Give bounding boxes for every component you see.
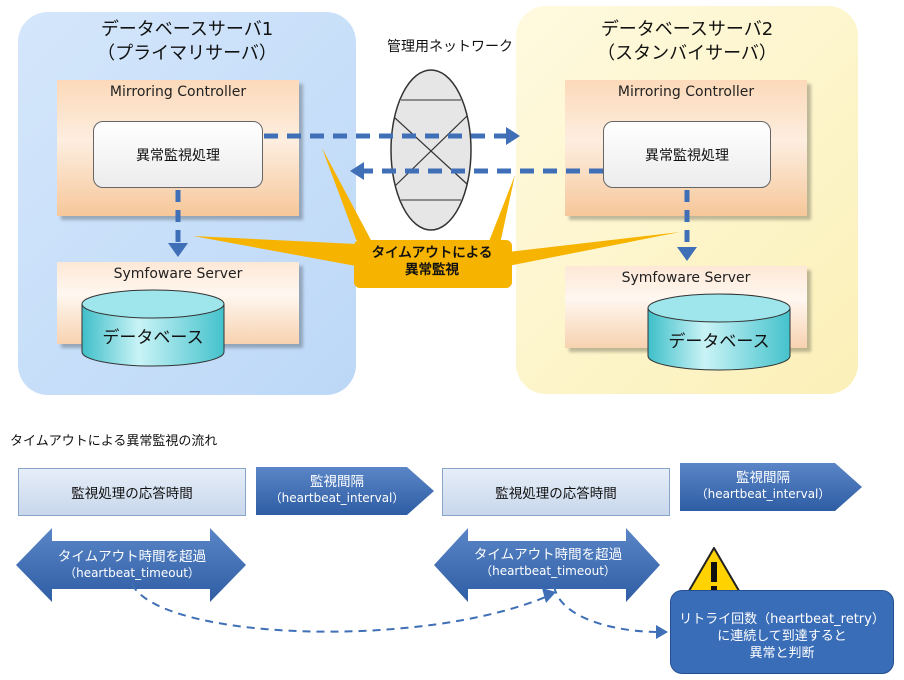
retry-line3: 異常と判断 (749, 646, 815, 661)
symfoware-server-2-label: Symfoware Server (621, 270, 751, 286)
server1-role: （プライマリサーバ） (97, 43, 277, 64)
database-cylinder-1 (81, 289, 225, 367)
interval-arrow-2 (680, 463, 862, 511)
interval-1-text: 監視間隔 （heartbeat_interval） (256, 474, 418, 506)
timeout-2-line2: （heartbeat_timeout） (480, 564, 616, 578)
mirroring-controller-2-label: Mirroring Controller (617, 84, 755, 100)
interval-2-text: 監視間隔 （heartbeat_interval） (680, 470, 846, 502)
monitoring-process-2: 異常監視処理 (603, 121, 771, 188)
response-time-box-1: 監視処理の応答時間 (18, 468, 246, 516)
management-network-label: 管理用ネットワーク (387, 39, 513, 55)
timeout-1-line2: （heartbeat_timeout） (64, 566, 200, 580)
retry-curve-1 (131, 583, 549, 633)
response-time-box-2: 監視処理の応答時間 (442, 468, 670, 516)
monitor-arrow-2-head (677, 247, 697, 261)
monitoring-process-1: 異常監視処理 (93, 121, 263, 188)
timeout-arrow-2 (434, 528, 660, 602)
retry-decision-box: リトライ回数（heartbeat_retry） に連続して到達すると 異常と判断 (670, 590, 894, 674)
timeout-1-text: タイムアウト時間を超過 （heartbeat_timeout） (30, 549, 234, 581)
timeout-2-text: タイムアウト時間を超過 （heartbeat_timeout） (446, 547, 650, 579)
retry-curve-1-head (542, 588, 556, 603)
monitor-arrow-1-head (168, 243, 188, 257)
server2-role: （スタンバイサーバ） (597, 43, 777, 64)
interval-1-line2: （heartbeat_interval） (269, 491, 405, 505)
database-1-label: データベース (102, 328, 204, 348)
retry-line2: に連続して到達すると (717, 629, 847, 644)
network-ellipse (390, 69, 472, 231)
interval-2-line1: 監視間隔 (736, 470, 790, 486)
timeout-1-line1: タイムアウト時間を超過 (57, 549, 207, 565)
database-2-label: データベース (668, 332, 770, 352)
timeout-callout-line1: タイムアウトによる (371, 245, 493, 261)
flow-title: タイムアウトによる異常監視の流れ (10, 434, 218, 449)
timeout-2-line1: タイムアウト時間を超過 (473, 547, 623, 563)
warning-icon (685, 547, 743, 597)
timeout-arrow-1 (16, 528, 246, 602)
retry-curve-2-head (656, 625, 668, 639)
timeout-callout-text: タイムアウトによる 異常監視 (355, 245, 509, 279)
heartbeat-arrow-to-primary-head (350, 162, 364, 180)
retry-line1: リトライ回数（heartbeat_retry） (679, 612, 885, 627)
interval-2-line2: （heartbeat_interval） (695, 487, 831, 501)
symfoware-server-1-label: Symfoware Server (113, 266, 243, 282)
timeout-callout-line2: 異常監視 (405, 262, 459, 278)
timeout-callout (193, 148, 680, 288)
database-cylinder-2 (647, 293, 791, 371)
interval-arrow-1 (256, 467, 434, 515)
mirroring-controller-1-label: Mirroring Controller (109, 84, 247, 100)
retry-curve-2 (553, 585, 659, 633)
server2-title: データベースサーバ2 (600, 19, 774, 40)
interval-1-line1: 監視間隔 (310, 474, 364, 490)
server1-title: データベースサーバ1 (100, 19, 274, 40)
heartbeat-arrow-to-standby-head (506, 127, 520, 145)
